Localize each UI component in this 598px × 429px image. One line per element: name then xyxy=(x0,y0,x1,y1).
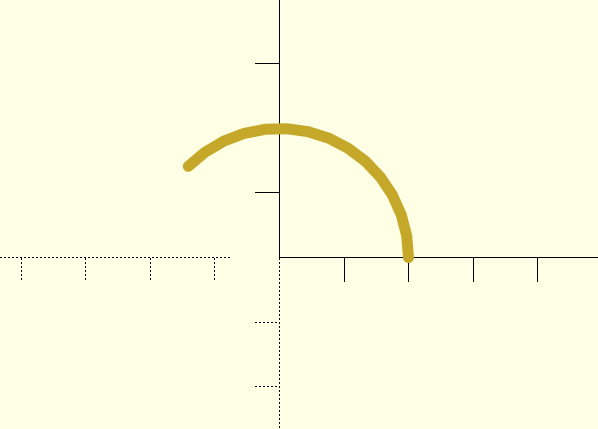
arc-shape[interactable] xyxy=(182,123,414,263)
